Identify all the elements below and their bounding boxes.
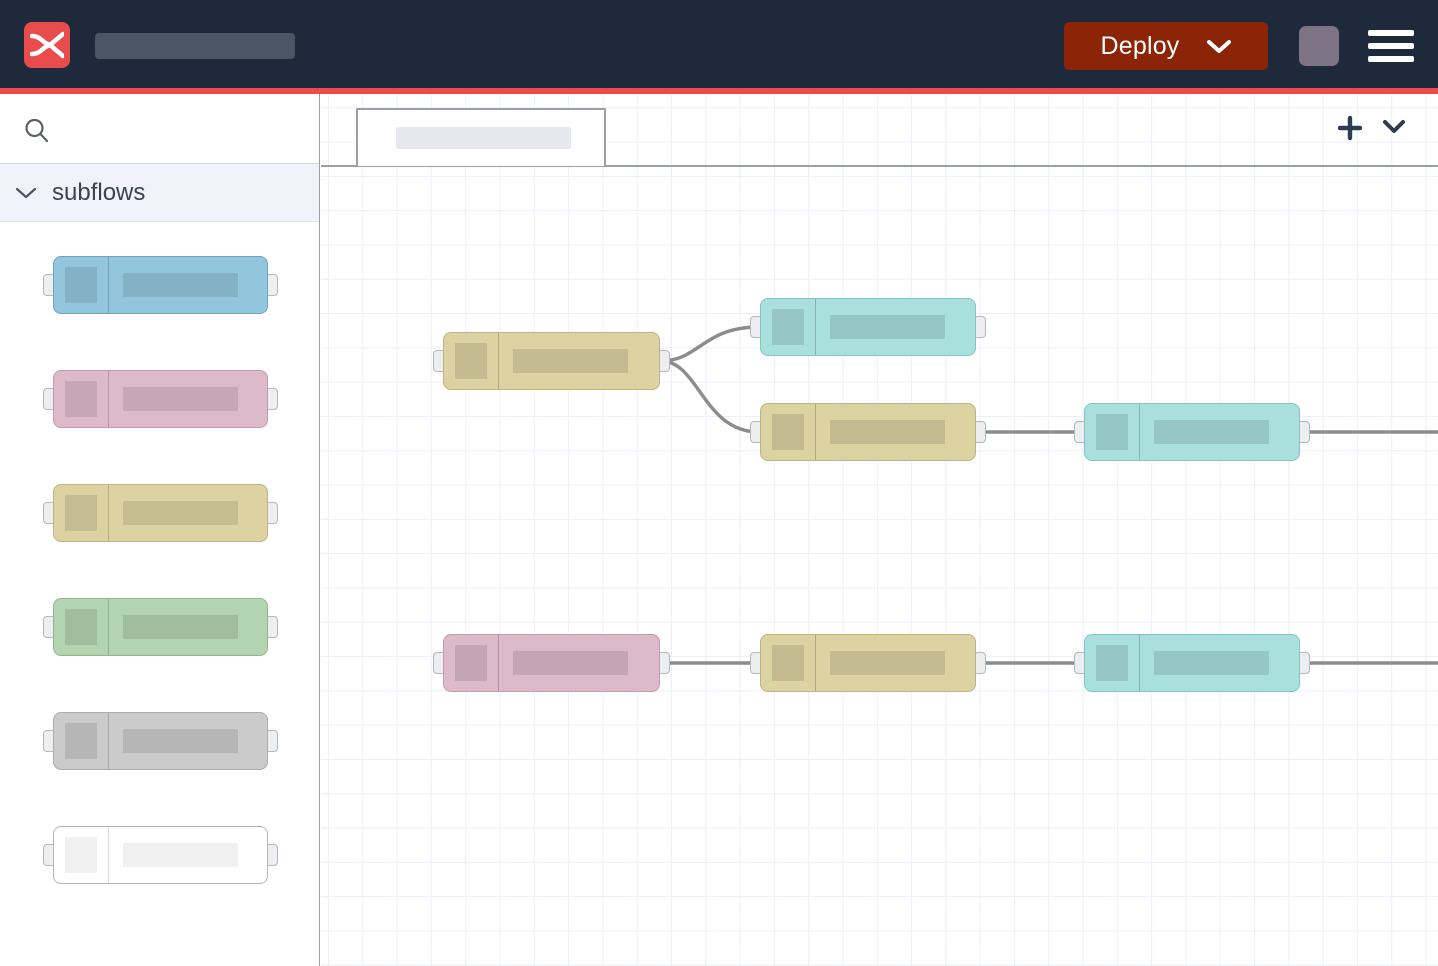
- flow-node-icon: [444, 333, 499, 389]
- flow-node-icon: [761, 404, 816, 460]
- palette-node-icon: [54, 485, 109, 541]
- flow-node-icon: [444, 635, 499, 691]
- flow-node-cyan-1[interactable]: [760, 298, 976, 356]
- chevron-down-icon[interactable]: [1379, 116, 1409, 143]
- flow-node-icon: [1085, 404, 1140, 460]
- canvas-grid: [321, 94, 1438, 966]
- palette-node-list: [0, 222, 319, 922]
- flow-node-label: [816, 635, 975, 691]
- hamburger-bar: [1368, 43, 1414, 49]
- palette-node-item[interactable]: [0, 352, 319, 466]
- chevron-down-icon[interactable]: [0, 186, 52, 200]
- nodered-logo-icon[interactable]: [24, 22, 70, 68]
- chevron-down-icon[interactable]: [1206, 38, 1232, 54]
- wire-n1-n3: [659, 359, 761, 434]
- palette-node-icon: [54, 827, 109, 883]
- flow-node-cyan-2[interactable]: [1084, 403, 1300, 461]
- app-header: Deploy: [0, 0, 1438, 88]
- flow-node-yellow-2[interactable]: [760, 403, 976, 461]
- palette-node-item[interactable]: [0, 694, 319, 808]
- palette-node-label: [109, 827, 267, 883]
- flow-node-label: [1140, 635, 1299, 691]
- palette-node-label: [109, 371, 267, 427]
- tab-bar-divider: [321, 165, 1438, 167]
- flow-node-label: [499, 333, 659, 389]
- flow-node-label: [499, 635, 659, 691]
- palette-node-item[interactable]: [0, 238, 319, 352]
- palette-node-5[interactable]: [53, 712, 268, 770]
- flow-node-pink-1[interactable]: [443, 634, 660, 692]
- palette-section-subflows[interactable]: subflows: [0, 164, 319, 222]
- palette-search-row[interactable]: [0, 94, 319, 164]
- avatar[interactable]: [1299, 26, 1339, 66]
- palette-node-label: [109, 713, 267, 769]
- palette-node-label: [109, 599, 267, 655]
- flow-tab-bar: [321, 94, 1438, 167]
- hamburger-bar: [1368, 30, 1414, 36]
- palette-node-label: [109, 257, 267, 313]
- flow-tab-1[interactable]: [356, 108, 606, 166]
- wire-n1-n2: [659, 325, 761, 363]
- palette-node-icon: [54, 257, 109, 313]
- flow-node-label: [816, 404, 975, 460]
- palette-node-icon: [54, 371, 109, 427]
- palette-node-icon: [54, 713, 109, 769]
- palette-node-icon: [54, 599, 109, 655]
- flow-node-label: [816, 299, 975, 355]
- flow-node-label: [1140, 404, 1299, 460]
- plus-icon[interactable]: [1335, 113, 1365, 148]
- palette-node-2[interactable]: [53, 370, 268, 428]
- palette-node-item[interactable]: [0, 580, 319, 694]
- flow-canvas[interactable]: [321, 94, 1438, 966]
- hamburger-bar: [1368, 56, 1414, 62]
- palette-sidebar: subflows: [0, 94, 320, 966]
- hamburger-menu-icon[interactable]: [1368, 30, 1414, 62]
- palette-node-item[interactable]: [0, 808, 319, 922]
- flow-nodes: [321, 94, 1438, 966]
- flow-node-icon: [761, 299, 816, 355]
- palette-node-item[interactable]: [0, 466, 319, 580]
- header-title-placeholder: [95, 33, 295, 59]
- palette-node-6[interactable]: [53, 826, 268, 884]
- flow-node-yellow-3[interactable]: [760, 634, 976, 692]
- flow-wires: [659, 325, 1438, 665]
- deploy-button[interactable]: Deploy: [1064, 22, 1268, 70]
- flow-node-cyan-3[interactable]: [1084, 634, 1300, 692]
- palette-node-4[interactable]: [53, 598, 268, 656]
- flow-node-icon: [1085, 635, 1140, 691]
- flow-node-icon: [761, 635, 816, 691]
- palette-node-label: [109, 485, 267, 541]
- search-icon[interactable]: [22, 116, 52, 151]
- flow-tab-label-placeholder: [396, 127, 571, 149]
- palette-node-1[interactable]: [53, 256, 268, 314]
- palette-section-label: subflows: [52, 178, 146, 206]
- flow-node-yellow-1[interactable]: [443, 332, 660, 390]
- header-accent-bar: [0, 88, 1438, 94]
- deploy-button-label: Deploy: [1100, 31, 1180, 60]
- palette-node-3[interactable]: [53, 484, 268, 542]
